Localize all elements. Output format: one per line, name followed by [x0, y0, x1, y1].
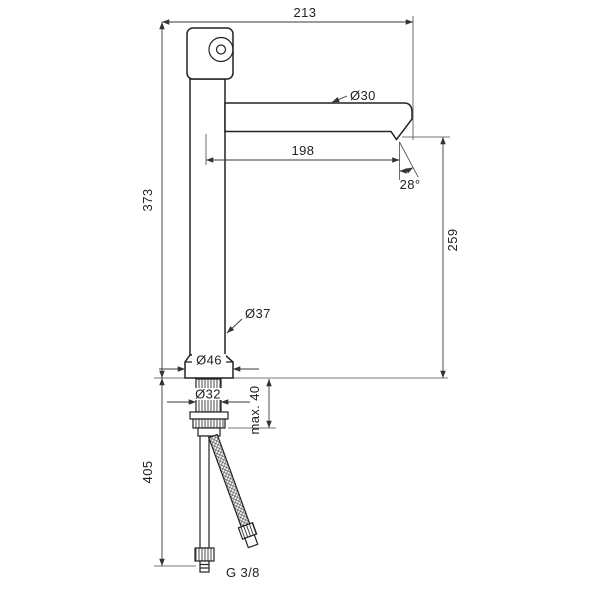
- label-knockout: [193, 388, 223, 400]
- washer: [189, 411, 229, 420]
- ext-line-outlet-angle: [399, 141, 419, 178]
- dim-label-spout-diameter: Ø30: [350, 88, 376, 103]
- dimension-annotations: 213 373 405 259 198 28° Ø30 Ø37 Ø46 Ø32: [140, 5, 460, 580]
- braided-hose: [208, 433, 251, 528]
- hose-end-nut: [194, 547, 215, 562]
- under-counter-assembly: [189, 378, 259, 573]
- angled-hose-thread: [244, 534, 259, 549]
- handle-pin-icon: [215, 44, 227, 55]
- label-knockout: [192, 354, 226, 367]
- dim-label-total-height: 373: [140, 189, 155, 212]
- dim-label-spout-reach: 198: [292, 143, 315, 158]
- dim-label-connection-thread: G 3/8: [226, 565, 260, 580]
- dim-label-hose-length: 405: [140, 461, 155, 484]
- faucet-spout: [224, 102, 413, 141]
- dim-label-base-diameter: Ø46: [196, 353, 222, 368]
- leader-body-diameter: [226, 318, 243, 334]
- mounting-nut: [192, 418, 226, 429]
- handle-end-cap-icon: [208, 36, 234, 63]
- dim-label-body-diameter: Ø37: [245, 306, 271, 321]
- dim-arc-spout-angle: [399, 167, 414, 174]
- faucet-body-column: [189, 78, 226, 356]
- leader-spout-diameter: [331, 95, 348, 103]
- dim-label-max-thickness: max. 40: [247, 385, 262, 434]
- faucet-outline: [184, 27, 413, 379]
- dim-label-outlet-height: 259: [445, 229, 460, 252]
- dim-label-shank-diameter: Ø32: [195, 387, 221, 402]
- dim-label-overall-depth: 213: [294, 5, 317, 20]
- hose-end-thread: [199, 560, 210, 573]
- dim-label-spout-angle: 28°: [400, 177, 421, 192]
- supply-hose-straight: [199, 435, 210, 549]
- supply-hose-angled: [208, 433, 259, 549]
